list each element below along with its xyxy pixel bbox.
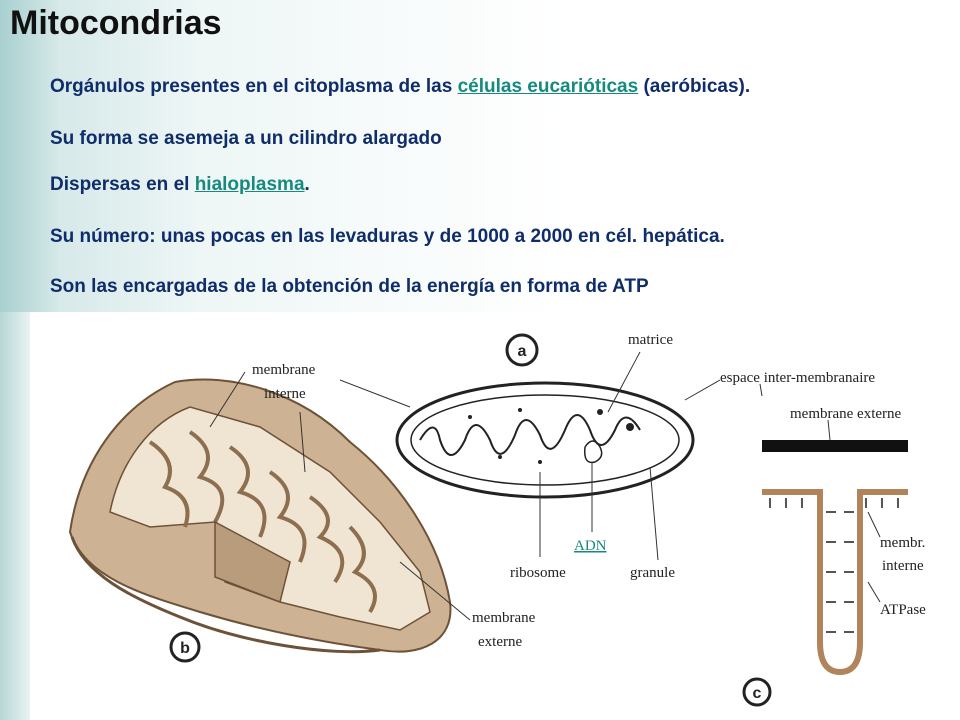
page-title: Mitocondrias xyxy=(10,4,222,42)
bullet-dispersed: Dispersas en el hialoplasma. xyxy=(50,174,310,196)
panel-a-label: a xyxy=(518,343,527,360)
bullet-organelles: Orgánulos presentes en el citoplasma de … xyxy=(50,76,750,98)
label-matrice: matrice xyxy=(628,332,673,348)
label-adn[interactable]: ADN xyxy=(574,538,607,554)
label-membrane-interne-line1: membrane xyxy=(252,362,316,378)
bullet-text: . xyxy=(304,174,310,195)
bullet-shape: Su forma se asemeja a un cilindro alarga… xyxy=(50,128,442,149)
label-membr: membr. xyxy=(880,535,925,551)
link-celulas-eucarioticas[interactable]: células eucarióticas xyxy=(457,76,639,97)
label-membrane-interne-line2: interne xyxy=(264,386,306,402)
bullet-text: Dispersas en el xyxy=(50,174,195,195)
label-atpase: ATPase xyxy=(880,602,926,618)
link-hialoplasma[interactable]: hialoplasma xyxy=(194,174,305,195)
panel-a-badge xyxy=(505,333,539,367)
bullet-text: (aeróbicas). xyxy=(638,76,751,97)
bullet-text: Orgánulos presentes en el citoplasma de … xyxy=(50,76,458,97)
outer-membrane-bar xyxy=(762,440,908,452)
label-membrane-externe-b-line2: externe xyxy=(478,634,522,650)
mitochondrion-cross-section: a matrice espace inter-membranaire ADN r… xyxy=(339,332,875,581)
panel-b-badge xyxy=(169,631,201,663)
label-espace-inter-membranaire: espace inter-membranaire xyxy=(720,370,875,386)
panel-c-label: c xyxy=(753,685,762,702)
label-ribosome: ribosome xyxy=(510,565,566,581)
label-membrane-externe-b-line1: membrane xyxy=(472,610,536,626)
label-membrane-externe-c: membrane externe xyxy=(790,406,902,422)
label-granule: granule xyxy=(630,565,675,581)
panel-c-badge xyxy=(742,677,772,707)
mitochondrion-3d-cutaway: membrane interne membrane externe b xyxy=(68,362,536,663)
panel-b-label: b xyxy=(180,640,190,657)
slide-background xyxy=(0,0,960,312)
mitochondria-diagram: membrane interne membrane externe b a ma… xyxy=(68,332,926,707)
left-accent-strip xyxy=(0,312,30,720)
label-interne-c: interne xyxy=(882,558,924,574)
bullet-function: Son las encargadas de la obtención de la… xyxy=(50,276,649,297)
membrane-detail: membrane externe membr. interne ATPase c xyxy=(742,383,926,707)
bullet-number: Su número: unas pocas en las levaduras y… xyxy=(50,226,725,247)
